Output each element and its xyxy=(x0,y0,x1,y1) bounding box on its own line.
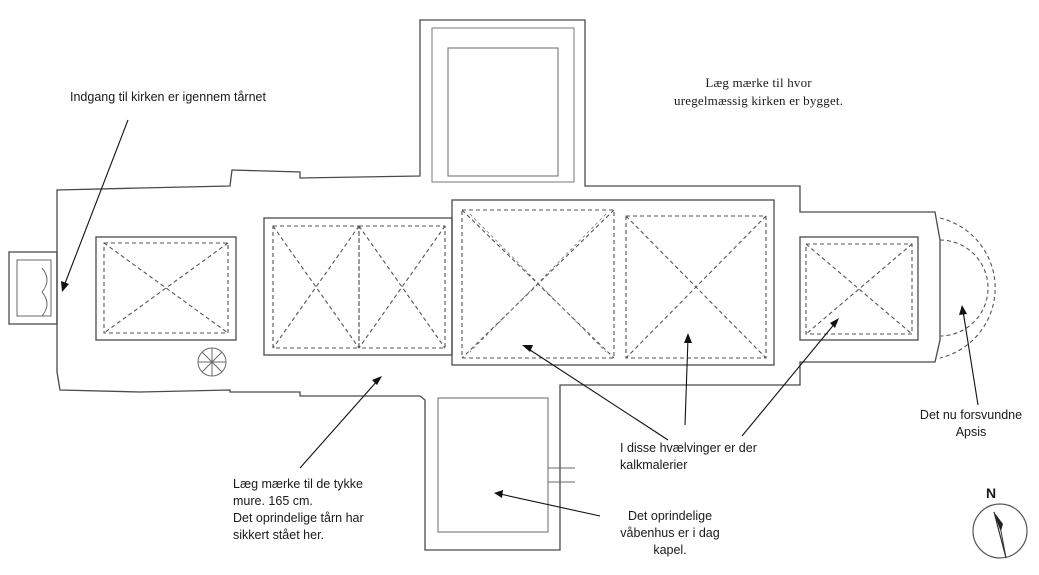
annotation-irregular: Læg mærke til hvor uregelmæssig kirken e… xyxy=(674,74,843,109)
annotation-paintings: I disse hvælvinger er der kalkmalerier xyxy=(620,440,757,474)
arrow-paintings-2 xyxy=(684,333,692,426)
north-chapel xyxy=(431,27,575,183)
annotation-apse: Det nu forsvundne Apsis xyxy=(912,407,1030,441)
arrow-thick-walls xyxy=(299,376,382,469)
nave-outline xyxy=(95,199,919,377)
annotation-thick-walls-line-4: sikkert stået her. xyxy=(233,527,325,542)
vaults xyxy=(103,209,913,359)
annotation-thick-walls-line-2: mure. 165 cm. xyxy=(233,493,313,508)
arrow-paintings-1 xyxy=(522,345,669,441)
arrow-entrance xyxy=(61,119,129,292)
south-porch-chapel xyxy=(437,397,575,533)
vault-2 xyxy=(272,225,360,349)
vault-3 xyxy=(358,225,446,349)
compass-north-label: N xyxy=(986,485,997,501)
vault-4 xyxy=(461,209,615,359)
annotation-apse-line-2: Apsis xyxy=(955,424,987,439)
annotation-porch-line-2: våbenhus er i dag xyxy=(620,525,720,540)
compass-icon xyxy=(972,503,1028,559)
annotation-porch-line-3: kapel. xyxy=(653,542,687,557)
arrow-apse xyxy=(959,305,979,406)
annotation-porch-line-1: Det oprindelige xyxy=(627,509,713,523)
vault-6 xyxy=(805,243,913,335)
annotation-paintings-line-1: I disse hvælvinger er der xyxy=(620,441,757,455)
west-tower xyxy=(8,19,941,551)
annotation-thick-walls: Læg mærke til de tykke mure. 165 cm. Det… xyxy=(233,476,364,544)
arrow-porch xyxy=(494,490,601,517)
annotation-apse-line-1: Det nu forsvundne xyxy=(919,408,1023,422)
apse-outline xyxy=(939,217,996,359)
annotation-paintings-line-2: kalkmalerier xyxy=(620,457,688,472)
vault-1 xyxy=(103,242,229,334)
annotation-arrows xyxy=(61,119,979,517)
annotation-porch: Det oprindelige våbenhus er i dag kapel. xyxy=(606,508,734,559)
annotation-irregular-line-1: Læg mærke til hvor xyxy=(705,75,812,90)
annotation-entrance: Indgang til kirken er igennem tårnet xyxy=(70,90,266,104)
vault-5 xyxy=(625,215,767,359)
annotation-irregular-line-2: uregelmæssig kirken er bygget. xyxy=(674,92,844,108)
annotation-thick-walls-line-1: Læg mærke til de tykke xyxy=(233,477,363,491)
annotation-thick-walls-line-3: Det oprindelige tårn har xyxy=(233,510,364,525)
arrow-paintings-3 xyxy=(741,318,839,437)
